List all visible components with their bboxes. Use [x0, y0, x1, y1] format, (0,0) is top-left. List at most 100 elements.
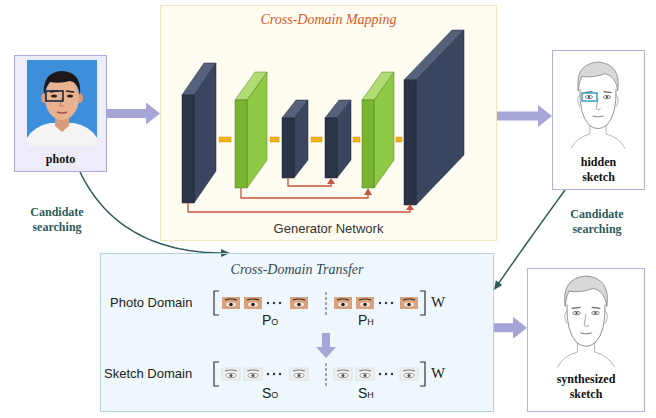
panel-fill [552, 50, 645, 190]
edge-label: Candidate searching [562, 207, 632, 237]
panel-fill [160, 5, 497, 241]
patch-set-label: PO [262, 312, 278, 330]
connector-line [497, 111, 542, 120]
panel-title: Cross-Domain Mapping [161, 11, 496, 28]
dark-layer [182, 63, 216, 95]
photo-portrait [27, 60, 97, 146]
dark-layer [182, 95, 194, 203]
photo-portrait [46, 91, 63, 101]
dark-layer [404, 30, 464, 205]
skip-arrowhead [327, 178, 335, 184]
panel-fills [14, 5, 645, 412]
patch-matrix [400, 297, 418, 309]
dark-layer [282, 118, 294, 178]
dark-layer [325, 118, 337, 178]
block-arrow [497, 105, 552, 127]
skip-connection [188, 203, 410, 212]
arrowhead [146, 103, 160, 125]
green-layer [235, 72, 267, 188]
patch-matrix [391, 302, 393, 304]
panel-fill [527, 268, 645, 412]
patch-matrix [385, 373, 387, 375]
patch-matrix [244, 297, 262, 309]
photo-panel: photo [14, 55, 107, 172]
panel-fill [14, 55, 107, 172]
green-layer [362, 72, 394, 100]
patch-matrix [290, 368, 308, 380]
patch-matrix [222, 368, 240, 380]
image-caption: synthesized sketch [548, 372, 624, 402]
patch-matrix [273, 373, 275, 375]
dark-layer [404, 30, 464, 80]
hidden-sketch-portrait [582, 93, 597, 101]
panel-fill [100, 253, 494, 412]
patch-matrix [391, 373, 393, 375]
feature-link [219, 137, 231, 142]
network-label: Generator Network [161, 221, 496, 236]
hidden-sketch-portrait [571, 62, 625, 148]
patch-matrix [356, 368, 374, 380]
photo-portrait [27, 60, 97, 146]
weight-label: W [431, 365, 445, 382]
arrowhead [538, 105, 552, 127]
patch-matrix [316, 333, 336, 358]
green-layer [235, 100, 247, 188]
synthesized-sketch-portrait [558, 276, 615, 367]
dark-layer [282, 100, 308, 178]
hidden-sketch-portrait [571, 62, 625, 148]
patch-matrix [326, 292, 327, 316]
patch-matrix [273, 302, 275, 304]
patch-matrix [385, 302, 387, 304]
weight-label: W [431, 294, 445, 311]
patch-set-label: SH [358, 385, 374, 403]
dark-layer [404, 80, 416, 205]
search-arrow [494, 190, 565, 290]
dark-layer [182, 63, 216, 203]
patch-matrix [279, 302, 281, 304]
feature-link [270, 137, 279, 142]
patch-matrix [244, 368, 262, 380]
mapping-panel: Cross-Domain MappingGenerator Network [160, 5, 497, 241]
dark-layer [325, 100, 351, 118]
domain-label: Photo Domain [110, 295, 192, 311]
skip-arrowhead [406, 204, 414, 210]
dark-layer [282, 100, 308, 118]
patch-matrix [214, 291, 425, 387]
feature-link [311, 137, 322, 142]
block-arrow [494, 317, 527, 339]
patch-matrix [267, 373, 269, 375]
photo-portrait [67, 94, 73, 97]
transfer-panel: Cross-Domain Transfer [100, 253, 494, 412]
photo-portrait [57, 112, 67, 113]
green-layer [362, 72, 394, 188]
patch-matrix [400, 368, 418, 380]
patch-matrix [334, 368, 352, 380]
panel-title: Cross-Domain Transfer [101, 261, 493, 278]
patch-matrix [356, 297, 374, 309]
green-layer [362, 100, 374, 188]
photo-portrait [51, 94, 57, 97]
skip-arrowhead [327, 178, 414, 210]
patch-matrix [290, 297, 308, 309]
skip-arrowhead [364, 188, 372, 195]
patch-matrix [222, 297, 240, 309]
feature-link [353, 137, 360, 142]
arrowhead [494, 280, 502, 290]
dark-layer [325, 100, 351, 178]
sketch-panel: synthesized sketch [527, 268, 645, 412]
image-caption: hidden sketch [570, 155, 628, 185]
patch-matrix [379, 302, 381, 304]
generator-network [182, 30, 464, 212]
domain-label: Sketch Domain [104, 366, 192, 382]
patch-set-label: PH [358, 312, 374, 330]
skip-connection [288, 178, 331, 186]
patch-matrix [279, 373, 281, 375]
patch-matrix [214, 291, 425, 315]
patch-matrix [214, 362, 425, 386]
arrowhead [513, 317, 527, 339]
feature-link [396, 137, 402, 142]
edge-label: Candidate searching [22, 205, 92, 235]
